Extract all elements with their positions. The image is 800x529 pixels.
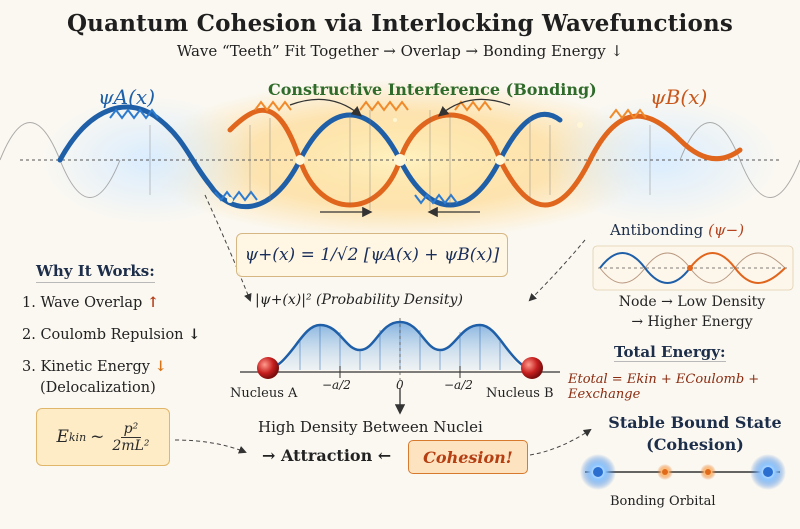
high-density-label: High Density Between Nuclei bbox=[258, 418, 483, 436]
why-item-overlap-text: 1. Wave Overlap bbox=[22, 295, 143, 311]
antibonding-diagram bbox=[592, 245, 794, 291]
why-item-coulomb-text: 2. Coulomb Repulsion bbox=[22, 327, 184, 343]
bonding-formula: ψ+(x) = 1/√2 [ψA(x) + ψB(x)] bbox=[244, 245, 500, 265]
constructive-arrow-right bbox=[438, 98, 511, 117]
right-blue-glow bbox=[540, 95, 780, 225]
ekin-sim: ~ bbox=[90, 427, 105, 447]
page-title: Quantum Cohesion via Interlocking Wavefu… bbox=[66, 10, 734, 37]
total-energy-formula: Etotal = Ekin + ECoulomb + Eexchange bbox=[568, 372, 760, 402]
antibonding-text: Antibonding bbox=[610, 221, 704, 239]
psi-a-wave bbox=[57, 104, 563, 210]
cohesion-text: Cohesion! bbox=[423, 447, 513, 467]
connector-psi-a-down bbox=[204, 194, 252, 302]
ekin-lhs: E bbox=[56, 427, 69, 447]
tick-right-label: −a/2 bbox=[444, 378, 473, 392]
sparkles bbox=[227, 118, 583, 203]
tick-left-label: −a/2 bbox=[322, 378, 351, 392]
density-plot bbox=[240, 318, 560, 380]
tick-center-label: 0 bbox=[396, 378, 404, 392]
density-curve bbox=[259, 320, 541, 374]
why-item-overlap: 1. Wave Overlap ↑ bbox=[22, 294, 159, 311]
ekin-numerator: p² bbox=[120, 421, 142, 438]
why-item-coulomb: 2. Coulomb Repulsion ↓ bbox=[22, 326, 200, 343]
stable-line-1: Stable Bound State bbox=[608, 413, 782, 432]
probability-density-label: |ψ+(x)|² (Probability Density) bbox=[255, 292, 463, 308]
antibonding-psi: (ψ−) bbox=[708, 221, 745, 239]
bonding-orbital-label: Bonding Orbital bbox=[610, 494, 716, 509]
density-hatch bbox=[299, 323, 501, 370]
bonding-formula-box: ψ+(x) = 1/√2 [ψA(x) + ψB(x)] bbox=[236, 233, 508, 277]
cohesion-badge: Cohesion! bbox=[408, 440, 528, 474]
node-low-density-label: Node → Low Density bbox=[618, 294, 766, 310]
ekin-fraction: p² 2mL² bbox=[112, 421, 149, 454]
nucleus-b-label: Nucleus B bbox=[486, 386, 554, 401]
why-item-kinetic: 3. Kinetic Energy ↓ bbox=[22, 358, 167, 375]
nucleus-a bbox=[257, 357, 279, 379]
ekin-denominator: 2mL² bbox=[112, 437, 150, 454]
why-item-kinetic-sub: (Delocalization) bbox=[40, 380, 156, 396]
ekin-sub: kin bbox=[68, 430, 87, 444]
page-subtitle: Wave “Teeth” Fit Together → Overlap → Bo… bbox=[176, 42, 624, 60]
constructive-interference-label: Constructive Interference (Bonding) bbox=[268, 80, 597, 99]
nucleus-b bbox=[521, 357, 543, 379]
higher-energy-label: → Higher Energy bbox=[631, 314, 753, 330]
arrow-up-icon: ↑ bbox=[146, 294, 160, 311]
attraction-label: → Attraction ← bbox=[262, 446, 392, 465]
arrow-down-orange-icon: ↓ bbox=[154, 358, 167, 375]
ghost-wave-right bbox=[679, 122, 800, 198]
why-item-kinetic-text: 3. Kinetic Energy bbox=[22, 359, 150, 375]
stable-bound-state: Stable Bound State (Cohesion) bbox=[590, 412, 800, 456]
lobe-hatching bbox=[149, 110, 651, 210]
psi-b-label: ψB(x) bbox=[650, 85, 708, 109]
constructive-arrow-left bbox=[289, 98, 362, 117]
why-title: Why It Works: bbox=[36, 262, 155, 283]
nucleus-a-label: Nucleus A bbox=[230, 386, 298, 401]
stable-line-2: (Cohesion) bbox=[646, 435, 744, 454]
connector-anti bbox=[528, 239, 586, 302]
connector-stable bbox=[529, 428, 592, 456]
antibonding-label: Antibonding (ψ−) bbox=[610, 221, 744, 239]
psi-b-teeth bbox=[254, 100, 647, 120]
total-energy-title: Total Energy: bbox=[614, 343, 726, 362]
bonding-orbital-graphic bbox=[580, 454, 786, 490]
arrow-down-icon: ↓ bbox=[188, 326, 201, 343]
psi-a-label: ψA(x) bbox=[98, 85, 156, 109]
connector-ekin bbox=[174, 439, 247, 454]
